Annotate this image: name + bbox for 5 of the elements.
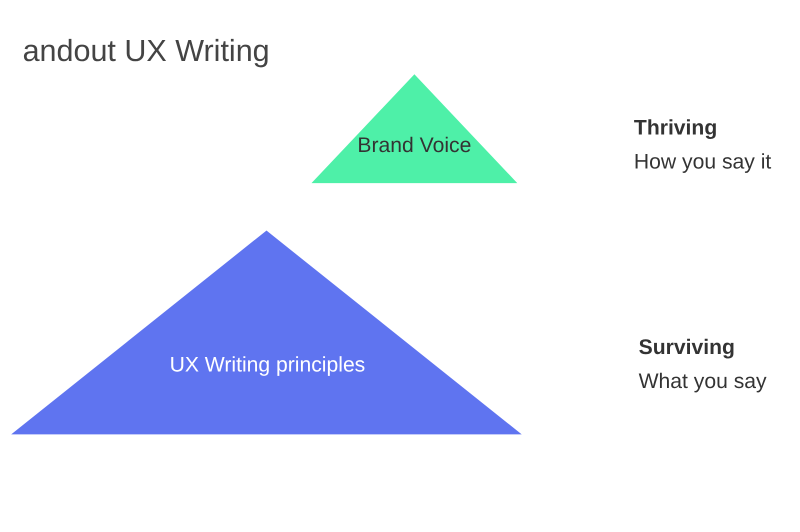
diagram-title: andout UX Writing bbox=[22, 33, 270, 68]
label: Thriving bbox=[634, 116, 718, 139]
label: Surviving bbox=[638, 335, 735, 358]
label: What you say bbox=[638, 369, 767, 392]
label: How you say it bbox=[634, 150, 772, 173]
